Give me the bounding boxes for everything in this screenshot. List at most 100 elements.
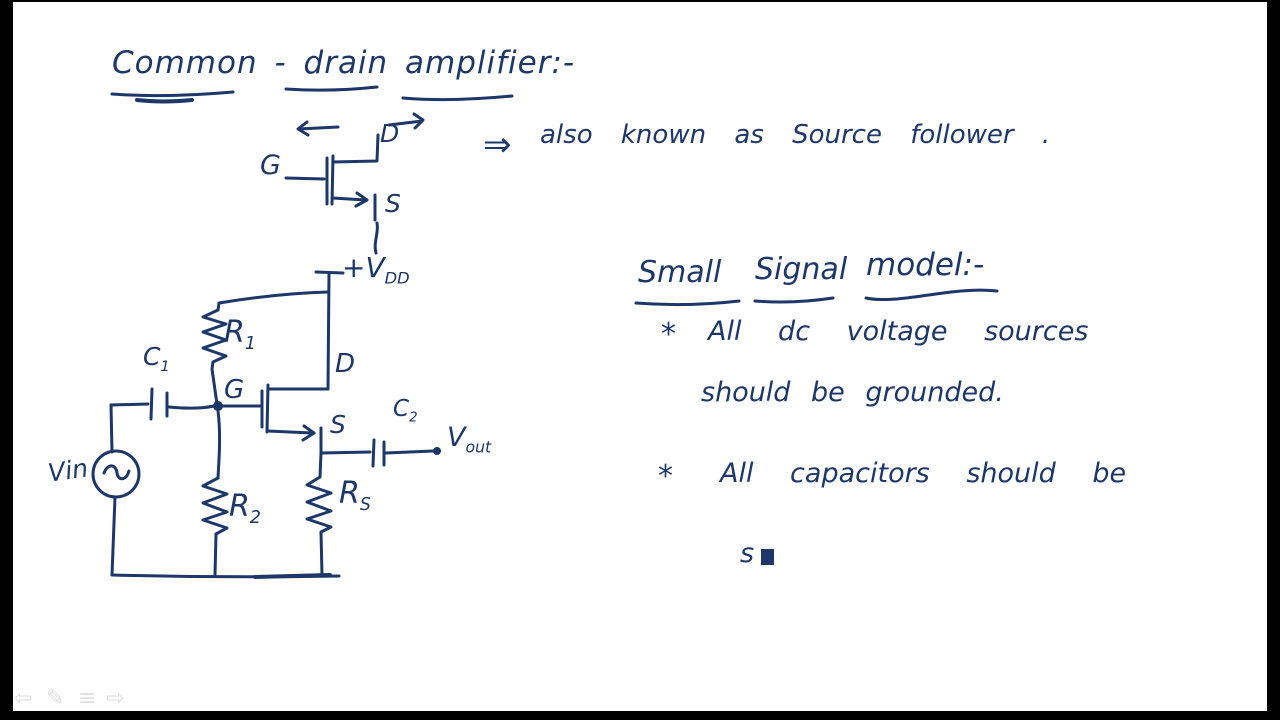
note-source-follower: also known as Source follower .	[540, 120, 1051, 150]
pen-tool-button[interactable]: ✎	[46, 688, 64, 710]
c2-label: C2	[393, 398, 418, 425]
mosfet-symbol	[284, 112, 425, 255]
left-arrow-head	[296, 120, 310, 137]
gate-bar-right	[265, 383, 270, 434]
wire-source-to-c2	[319, 450, 372, 455]
r2-main: R	[229, 489, 250, 524]
resistor-r2-symbol	[201, 409, 229, 577]
vin-source-symbol	[91, 403, 141, 577]
resistor-r1-symbol	[201, 301, 228, 406]
r2-to-ground	[213, 532, 218, 577]
vout-label: Vout	[447, 424, 491, 455]
text-cursor	[761, 549, 774, 565]
vout-sub: out	[465, 437, 492, 457]
c1-plate-left	[149, 387, 154, 421]
letterbox-left	[0, 0, 13, 720]
title-underlines	[110, 85, 514, 104]
rs-sub: S	[359, 495, 371, 515]
c1-main: C	[143, 342, 161, 371]
redo-button[interactable]: ⇨	[106, 688, 124, 710]
list-icon: ≡	[78, 686, 97, 711]
circuit-source-label: S	[330, 410, 346, 439]
source-lead	[331, 196, 367, 202]
drain-lead	[331, 133, 380, 164]
pages-list-button[interactable]: ≡	[78, 688, 96, 710]
circuit-diagram	[91, 270, 441, 579]
rs-lead	[318, 451, 323, 479]
heading-word-signal: Signal	[755, 252, 848, 287]
circuit-mosfet-symbol	[260, 383, 330, 455]
vin-label: Vin	[46, 453, 90, 488]
source-tail	[373, 221, 379, 255]
vin-upper-wire	[109, 403, 114, 454]
mosfet-source-label: S	[385, 189, 401, 218]
r1-sub: 1	[244, 334, 256, 354]
vdd-supply-node	[217, 270, 345, 391]
c1-label: C1	[143, 344, 170, 375]
letterbox-bottom	[0, 711, 1280, 720]
underline-common-2	[135, 98, 194, 104]
r1-zigzag	[201, 308, 228, 371]
bullet1-marker: *	[661, 317, 676, 352]
source-arrow-head	[354, 191, 369, 208]
vdd-main: +V	[342, 251, 385, 284]
underline-amplifier	[401, 94, 514, 102]
heading-word-model: model:-	[866, 247, 985, 283]
rs-zigzag	[305, 475, 333, 534]
c2-main: C	[393, 396, 410, 422]
resistor-rs-symbol	[305, 451, 333, 577]
bullet1-line1: All dc voltage sources	[708, 316, 1089, 347]
c2-plate-left	[371, 438, 376, 468]
undo-arrow-icon: ⇦	[14, 686, 33, 711]
bullet2-marker: *	[658, 459, 673, 494]
ground-wire-overdraw	[253, 573, 332, 579]
r2-zigzag	[201, 476, 229, 536]
r2-label: R2	[229, 492, 261, 527]
wire-vin-to-c1	[109, 402, 150, 407]
bullet2-line1: All capacitors should be	[720, 458, 1127, 489]
underline-model	[864, 288, 999, 302]
c1-sub: 1	[160, 359, 170, 375]
right-arrow-head	[412, 112, 425, 130]
undo-button[interactable]: ⇦	[14, 688, 32, 710]
c2-sub: 2	[409, 410, 418, 426]
bullet2-line2-partial: s	[740, 538, 755, 569]
bullet1-line2: should be grounded.	[701, 377, 1004, 408]
gate-lead	[284, 176, 326, 181]
gate-node-dot	[213, 401, 223, 411]
wire-gate-to-r2	[216, 409, 222, 480]
output-branch	[319, 438, 441, 468]
gate-node	[213, 401, 262, 411]
r1-label: R1	[224, 318, 256, 353]
page-title: Common - drain amplifier:-	[112, 45, 576, 81]
left-arrow-shaft	[297, 125, 340, 131]
vdd-bar	[314, 270, 345, 275]
implies-arrow-icon: ⇒	[483, 125, 512, 165]
source-wire	[266, 429, 314, 435]
capacitor-c1-symbol	[109, 387, 216, 421]
rs-to-ground	[319, 530, 324, 577]
letterbox-top	[0, 0, 1280, 2]
underline-small	[634, 299, 741, 307]
pen-icon: ✎	[46, 686, 65, 711]
letterbox-right	[1267, 0, 1280, 720]
heading-underlines	[634, 288, 999, 307]
vdd-sub: DD	[384, 268, 410, 288]
underline-signal	[753, 296, 835, 304]
sine-symbol	[102, 464, 131, 481]
rs-label: RS	[339, 479, 371, 514]
source-arrow-head	[301, 424, 316, 442]
underline-common	[110, 90, 235, 98]
r2-sub: 2	[249, 508, 261, 528]
gate-bar-right	[330, 154, 335, 206]
vout-main: V	[447, 422, 466, 453]
wire-r1-to-vdd	[217, 290, 330, 305]
vout-node-dot	[433, 447, 441, 455]
wire-c1-to-gate	[167, 404, 216, 410]
underline-drain	[284, 85, 379, 92]
wire-r1-to-gate	[210, 367, 219, 406]
heading-word-small: Small	[638, 255, 722, 290]
right-arrow-shaft	[387, 119, 424, 127]
